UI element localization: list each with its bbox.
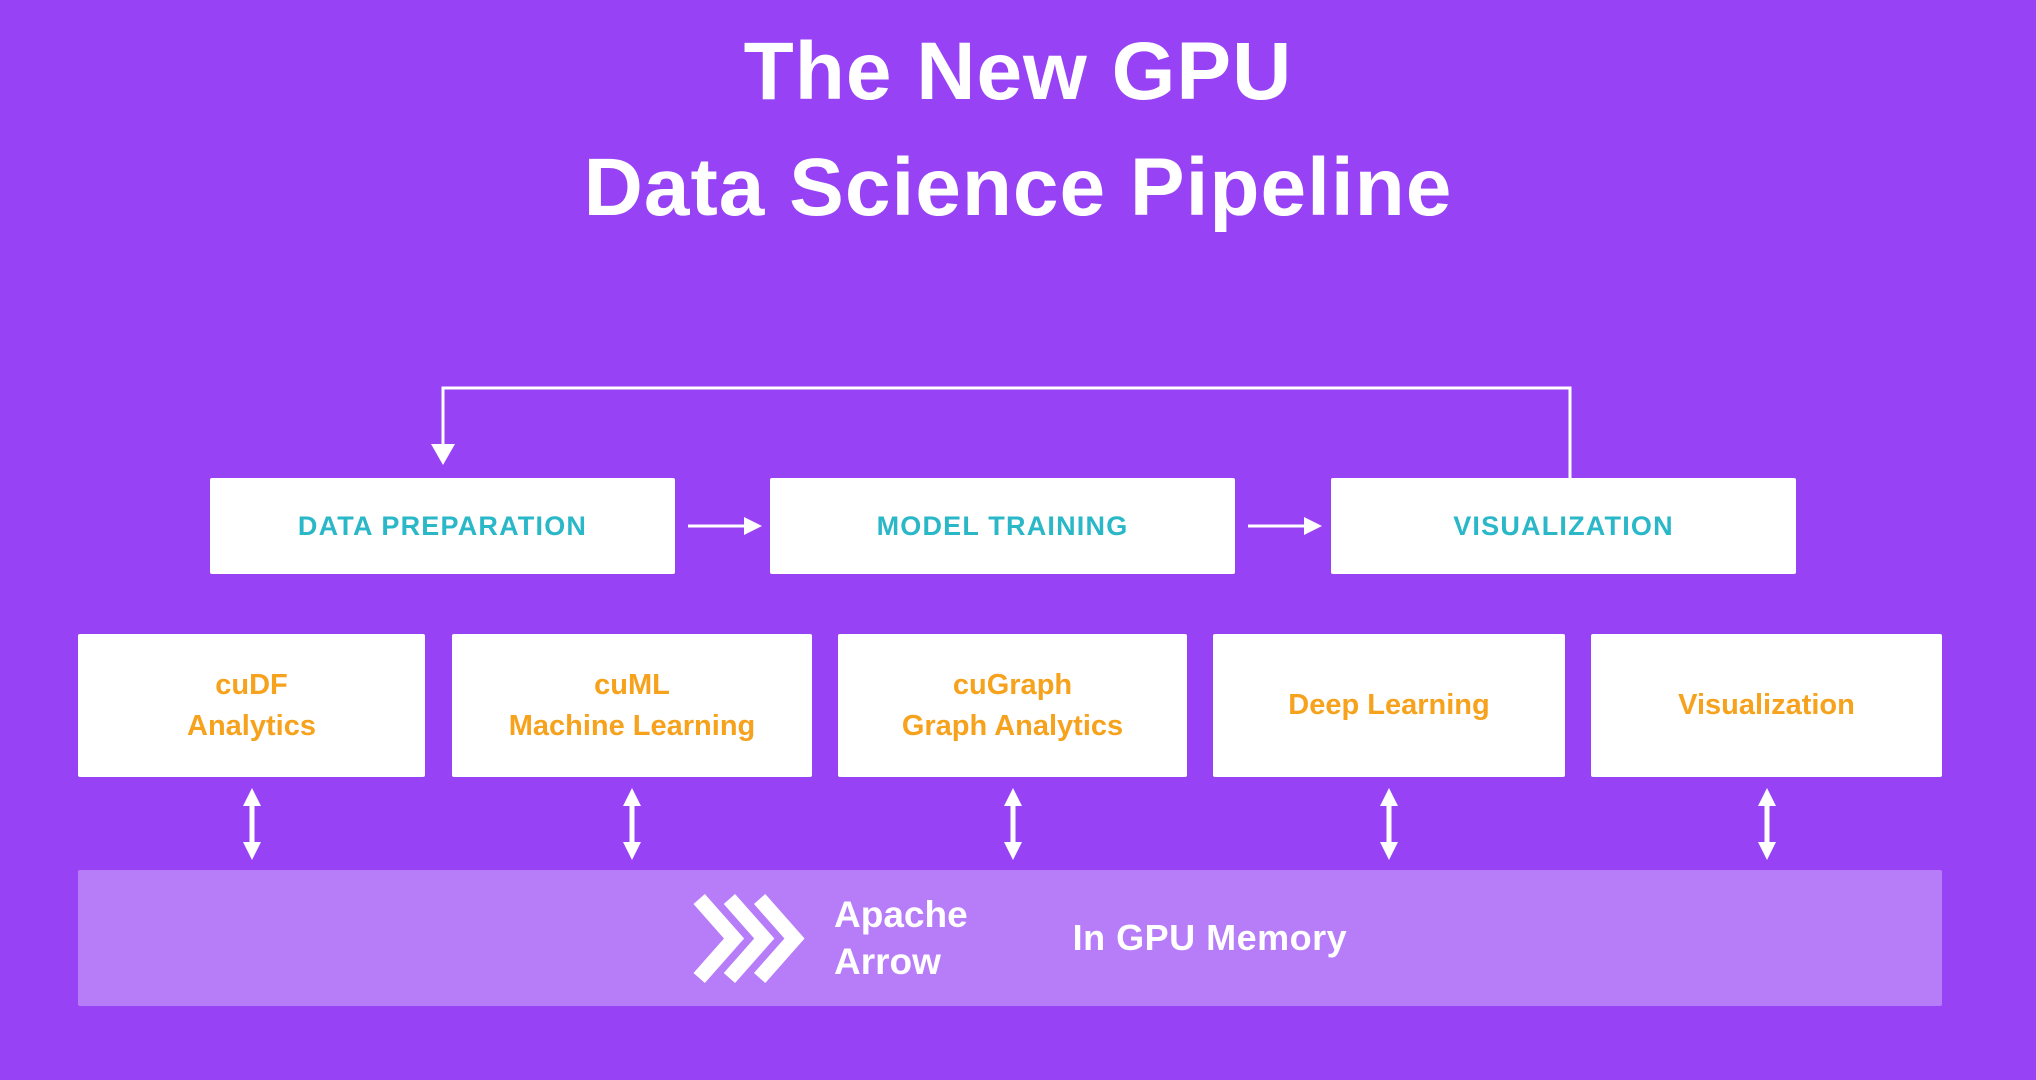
library-name: cuML	[594, 668, 670, 701]
library-box-visualization: Visualization	[1591, 634, 1942, 777]
library-box-cuml: cuML Machine Learning	[452, 634, 812, 777]
gpu-memory-bar: Apache Arrow In GPU Memory	[78, 870, 1942, 1006]
page-title: The New GPU Data Science Pipeline	[0, 14, 2036, 247]
double-arrow-icon	[1758, 788, 1776, 860]
double-arrow-icon	[1004, 788, 1022, 860]
library-name: Visualization	[1678, 689, 1855, 722]
arrow-right-icon	[688, 517, 762, 535]
apache-arrow-wordmark-line-1: Apache	[834, 893, 968, 935]
double-arrow-icon	[623, 788, 641, 860]
in-gpu-memory-label: In GPU Memory	[1072, 917, 1348, 958]
apache-arrow-icon	[693, 893, 805, 983]
stage-box-visualization: VISUALIZATION	[1331, 478, 1796, 574]
double-arrow-icon	[1380, 788, 1398, 860]
feedback-loop-arrow-icon	[431, 386, 1572, 478]
stage-label: MODEL TRAINING	[876, 510, 1129, 541]
library-name: cuGraph	[952, 668, 1073, 701]
apache-arrow-wordmark: Apache Arrow	[834, 891, 968, 986]
stage-label: VISUALIZATION	[1453, 510, 1674, 541]
arrow-right-icon	[1248, 517, 1322, 535]
apache-arrow-wordmark-line-2: Arrow	[834, 941, 941, 982]
library-subtitle: Graph Analytics	[901, 709, 1124, 742]
stage-box-model-training: MODEL TRAINING	[770, 478, 1235, 574]
double-arrow-icon	[243, 788, 261, 860]
page-title-line-2: Data Science Pipeline	[583, 142, 1453, 234]
page-title-line-1: The New GPU	[743, 26, 1293, 117]
library-name: cuDF	[215, 668, 288, 701]
stage-label: DATA PREPARATION	[297, 510, 588, 541]
library-box-cugraph: cuGraph Graph Analytics	[838, 634, 1187, 777]
library-box-cudf: cuDF Analytics	[78, 634, 425, 777]
library-subtitle: Machine Learning	[508, 709, 756, 742]
library-box-deep-learning: Deep Learning	[1213, 634, 1565, 777]
stage-box-data-preparation: DATA PREPARATION	[210, 478, 675, 574]
library-subtitle: Analytics	[187, 709, 316, 742]
library-name: Deep Learning	[1288, 689, 1490, 722]
